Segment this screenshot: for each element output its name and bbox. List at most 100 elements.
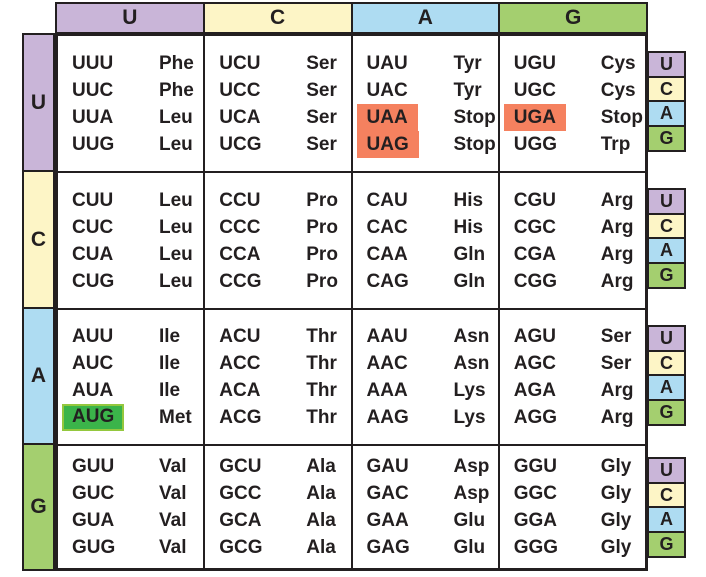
amino-acid: Tyr (453, 52, 482, 74)
third-base-box-c: C (647, 212, 686, 240)
amino-acid: Ala (306, 510, 336, 531)
codon: ACU (219, 326, 261, 347)
amino-acid: Phe (159, 79, 194, 101)
codon-line: AAA Lys (353, 377, 498, 404)
amino-acid: Asp (453, 456, 490, 477)
row-base-header-u: U (24, 35, 53, 172)
amino-acid: Tyr (453, 79, 482, 101)
amino-acid: Leu (159, 243, 193, 265)
amino-acid: Leu (159, 216, 193, 238)
amino-acid: Asp (453, 483, 490, 504)
codon: CUA (72, 243, 114, 265)
third-base-box-g: G (647, 530, 686, 558)
amino-acid: His (453, 216, 484, 238)
codon: CGC (513, 216, 556, 238)
amino-acid: Cys (600, 79, 636, 101)
codon: AAC (366, 353, 408, 374)
amino-acid: Ile (159, 380, 181, 401)
codon-line: CGU Arg (500, 187, 645, 214)
codon: GUG (72, 537, 116, 558)
codon: ACC (219, 353, 261, 374)
codon-line: CUA Leu (58, 241, 203, 268)
codon: UCA (219, 106, 261, 128)
codon: CCC (219, 216, 261, 238)
codon: GAA (366, 510, 409, 531)
amino-acid: Pro (306, 216, 338, 238)
amino-acid: Lys (453, 380, 486, 401)
third-base-box-u: U (647, 457, 686, 484)
codon: UUG (72, 133, 115, 155)
codon: GGU (513, 456, 558, 477)
codon: CGU (513, 189, 556, 211)
codon: UCU (219, 52, 261, 74)
amino-acid: Stop (453, 106, 496, 128)
amino-acid: Thr (306, 326, 337, 347)
amino-acid: Leu (159, 189, 193, 211)
codon: CUC (72, 216, 114, 238)
codon-line: CCC Pro (205, 214, 350, 241)
codon: GAG (366, 537, 410, 558)
third-base-box-g: G (647, 398, 686, 426)
codon: GAC (366, 483, 409, 504)
amino-acid: Leu (159, 270, 193, 292)
codon: UGU (513, 52, 556, 74)
amino-acid: Ile (159, 353, 181, 374)
amino-acid: Ser (306, 106, 337, 128)
amino-acid: Cys (600, 52, 636, 74)
codon: CGG (513, 270, 558, 292)
amino-acid: Arg (600, 189, 634, 211)
codon: AAA (366, 380, 408, 401)
codon-line: ACC Thr (205, 350, 350, 377)
amino-acid: Thr (306, 353, 337, 374)
amino-acid: Leu (159, 106, 193, 128)
amino-acid: Thr (306, 407, 337, 428)
codon: AGG (513, 407, 558, 428)
top-base-header-g: G (500, 4, 646, 32)
row-base-header-g: G (24, 445, 53, 569)
amino-acid: Gln (453, 270, 486, 292)
amino-acid: Glu (453, 537, 486, 558)
third-base-box-g: G (647, 124, 686, 152)
amino-acid: Ser (600, 353, 632, 374)
amino-acid: Asn (453, 353, 490, 374)
codon: CUU (72, 189, 114, 211)
codon: AUG (62, 404, 125, 431)
codon-line: GAC Asp (353, 480, 498, 507)
third-base-box-a: A (647, 100, 686, 127)
codon: GGG (513, 537, 559, 558)
codon-line: UCA Ser (205, 104, 350, 131)
